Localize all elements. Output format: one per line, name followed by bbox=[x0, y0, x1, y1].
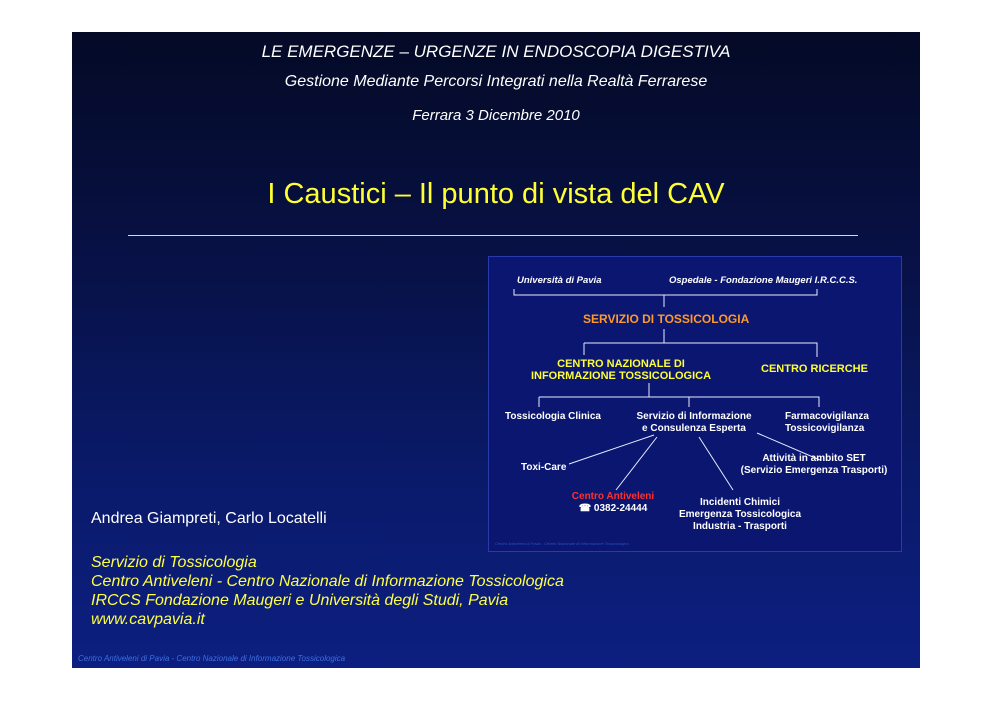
affiliation-line: IRCCS Fondazione Maugeri e Università de… bbox=[91, 592, 509, 609]
node-tossicologia-clinica: Tossicologia Clinica bbox=[505, 411, 601, 422]
connector-to-attivita bbox=[756, 432, 821, 461]
node-servizio-informazione: Servizio di Informazione e Consulenza Es… bbox=[636, 411, 752, 434]
connector-level3-bracket bbox=[539, 396, 820, 407]
connector-to-incidenti bbox=[698, 436, 734, 491]
title-divider bbox=[128, 235, 858, 236]
slide: LE EMERGENZE – URGENZE IN ENDOSCOPIA DIG… bbox=[72, 32, 920, 668]
affiliation-line: Servizio di Tossicologia bbox=[91, 554, 257, 571]
affiliation: Servizio di Tossicologia Centro Antivele… bbox=[91, 553, 564, 629]
node-attivita-set: Attività in ambito SET (Servizio Emergen… bbox=[740, 453, 888, 476]
connector-top-bracket bbox=[513, 289, 818, 296]
phone-number: ☎ 0382-24444 bbox=[578, 503, 648, 514]
node-centro-ricerche: CENTRO RICERCHE bbox=[761, 363, 868, 375]
node-incidenti-chimici: Incidenti Chimici Emergenza Tossicologic… bbox=[678, 497, 802, 532]
header-line-3: Ferrara 3 Dicembre 2010 bbox=[412, 107, 580, 124]
node-servizio-tossicologia: SERVIZIO DI TOSSICOLOGIA bbox=[583, 312, 750, 326]
authors: Andrea Giampreti, Carlo Locatelli bbox=[91, 510, 327, 527]
slide-title: I Caustici – Il punto di vista del CAV bbox=[267, 178, 725, 210]
node-universita: Università di Pavia bbox=[517, 275, 602, 286]
connector-to-toxicare bbox=[568, 434, 655, 465]
node-ospedale: Ospedale - Fondazione Maugeri I.R.C.C.S. bbox=[669, 275, 858, 286]
header-line-1: LE EMERGENZE – URGENZE IN ENDOSCOPIA DIG… bbox=[261, 42, 731, 61]
node-centro-nazionale: CENTRO NAZIONALE DI INFORMAZIONE TOSSICO… bbox=[530, 358, 712, 382]
node-centro-antiveleni: Centro Antiveleni ☎ 0382-24444 bbox=[555, 491, 671, 515]
org-chart-connectors bbox=[513, 289, 821, 491]
affiliation-line: Centro Antiveleni - Centro Nazionale di … bbox=[91, 573, 564, 590]
node-toxi-care: Toxi-Care bbox=[521, 462, 567, 473]
org-chart: Università di Pavia Ospedale - Fondazion… bbox=[488, 256, 902, 552]
node-farmacovigilanza: Farmacovigilanza Tossicovigilanza bbox=[785, 411, 869, 434]
website-link[interactable]: www.cavpavia.it bbox=[91, 611, 205, 628]
connector-to-centro-antiveleni bbox=[615, 436, 658, 491]
connector-level2-bracket bbox=[584, 342, 818, 357]
slide-footer: Centro Antiveleni di Pavia - Centro Nazi… bbox=[78, 654, 346, 663]
chart-mini-caption: Centro Antiveleni di Pavia - Centro Nazi… bbox=[495, 541, 629, 546]
header-line-2: Gestione Mediante Percorsi Integrati nel… bbox=[284, 73, 708, 90]
